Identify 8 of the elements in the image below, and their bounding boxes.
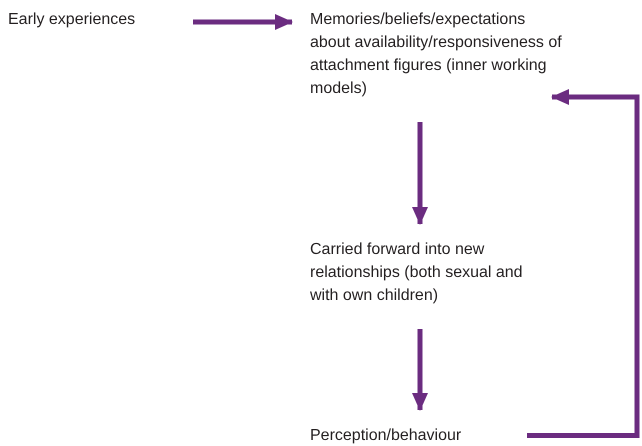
arrow xyxy=(193,14,293,30)
arrow xyxy=(527,89,640,438)
node-text: Early experiences xyxy=(8,10,136,30)
arrow xyxy=(412,329,428,411)
arrow xyxy=(412,122,428,225)
node-text: Carried forward into new relationships (both sexual and with own children) xyxy=(310,240,524,306)
node-text: Perception/behaviour xyxy=(310,426,462,446)
node-text: Memories/beliefs/expectations about availability/responsiveness of attachment figures (inner working models) xyxy=(310,10,562,99)
